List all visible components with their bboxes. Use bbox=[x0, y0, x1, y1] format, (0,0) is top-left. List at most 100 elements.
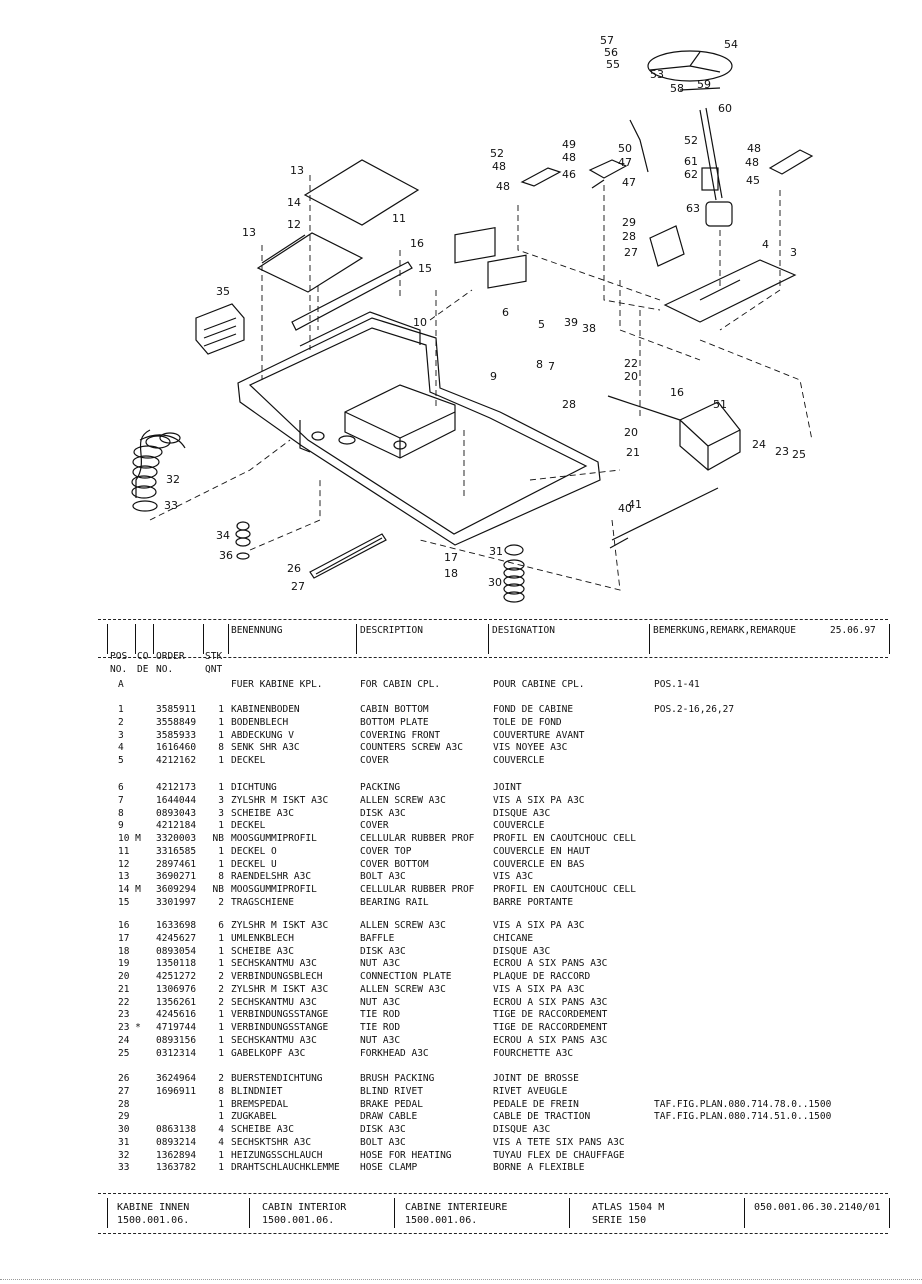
part-qty: 1 bbox=[218, 1111, 224, 1123]
part-de: DECKEL O bbox=[231, 845, 277, 857]
part-order: 4212184 bbox=[156, 820, 197, 832]
part-fr: ECROU A SIX PANS A3C bbox=[493, 958, 608, 970]
brake-cylinder bbox=[679, 401, 741, 471]
part-qty: 6 bbox=[218, 920, 224, 931]
part-en: FOR CABIN CPL. bbox=[360, 679, 441, 690]
part-qty: 1 bbox=[218, 716, 224, 728]
svg-text:47: 47 bbox=[618, 156, 632, 169]
part-de: RAENDELSHR A3C bbox=[231, 871, 312, 883]
exploded-parts-diagram: 11 13 13 14 12 15 16 10 6 5 7 8 9 39 38 … bbox=[131, 34, 814, 603]
blower-unit bbox=[195, 303, 245, 355]
part-pos: 17 bbox=[118, 932, 130, 944]
part-de: SECHSKTSHR A3C bbox=[231, 1136, 312, 1148]
part-en: CELLULAR RUBBER PROF bbox=[360, 884, 475, 895]
front-cover-plate bbox=[663, 259, 797, 323]
footer-doc-code: 050.001.06.30.2140/01 bbox=[754, 1202, 881, 1213]
part-pos: 33 bbox=[118, 1162, 130, 1174]
part-fr: COUVERCLE EN HAUT bbox=[493, 845, 591, 857]
part-order: 4245616 bbox=[156, 1009, 197, 1021]
svg-text:11: 11 bbox=[392, 212, 406, 225]
part-de: DECKEL bbox=[231, 755, 266, 766]
col-sep bbox=[135, 624, 136, 654]
part-order: 0893054 bbox=[156, 945, 197, 957]
footer-top-rule bbox=[98, 1193, 888, 1194]
part-qty: 2 bbox=[218, 996, 224, 1008]
part-fr: BARRE PORTANTE bbox=[493, 896, 574, 908]
part-en: COUNTERS SCREW A3C bbox=[360, 742, 463, 754]
svg-text:39: 39 bbox=[564, 316, 578, 329]
part-pos: 9 bbox=[118, 820, 124, 832]
svg-text:22: 22 bbox=[624, 357, 638, 370]
part-en: DISK A3C bbox=[360, 807, 406, 819]
part-rem: TAF.FIG.PLAN.080.714.78.0..1500 bbox=[654, 1098, 832, 1110]
col-sep bbox=[203, 624, 204, 654]
part-en: ALLEN SCREW A3C bbox=[360, 983, 446, 995]
part-order: 3609294 bbox=[156, 884, 197, 895]
part-order: 3624964 bbox=[156, 1073, 197, 1084]
part-qty: 2 bbox=[218, 1073, 224, 1084]
part-fr: TOLE DE FOND bbox=[493, 716, 562, 728]
part-en: COVER BOTTOM bbox=[360, 858, 429, 870]
svg-text:20: 20 bbox=[624, 370, 638, 383]
svg-text:15: 15 bbox=[418, 262, 432, 275]
part-fr: BORNE A FLEXIBLE bbox=[493, 1162, 585, 1174]
part-de: FUER KABINE KPL. bbox=[231, 679, 323, 690]
part-de: BREMSPEDAL bbox=[231, 1098, 289, 1110]
svg-text:5: 5 bbox=[538, 318, 545, 331]
svg-text:61: 61 bbox=[684, 155, 698, 168]
col-sep bbox=[889, 624, 890, 654]
part-pos: 6 bbox=[118, 782, 124, 793]
part-de: SECHSKANTMU A3C bbox=[231, 996, 317, 1008]
part-de: MOOSGUMMIPROFIL bbox=[231, 833, 317, 844]
part-order: 3585933 bbox=[156, 729, 197, 741]
svg-text:58: 58 bbox=[670, 82, 684, 95]
part-de: VERBINDUNGSBLECH bbox=[231, 971, 323, 982]
footer-sep bbox=[569, 1198, 570, 1228]
part-qty: 2 bbox=[218, 896, 224, 908]
center-block bbox=[344, 384, 456, 459]
svg-text:4: 4 bbox=[762, 238, 769, 251]
svg-text:31: 31 bbox=[489, 545, 503, 558]
part-en: BRAKE PEDAL bbox=[360, 1098, 423, 1110]
part-qty: 1 bbox=[218, 958, 224, 970]
svg-text:62: 62 bbox=[684, 168, 698, 181]
heater-hose bbox=[135, 429, 151, 498]
part-fr: COUVERCLE EN BAS bbox=[493, 858, 585, 870]
part-qty: 2 bbox=[218, 971, 224, 982]
svg-text:45: 45 bbox=[746, 174, 760, 187]
part-qty: 8 bbox=[218, 1085, 224, 1097]
col-sep bbox=[153, 624, 154, 654]
part-order: 3558849 bbox=[156, 716, 197, 728]
part-qty: 1 bbox=[218, 1149, 224, 1161]
part-de: DECKEL U bbox=[231, 858, 277, 870]
part-pos: 22 bbox=[118, 996, 130, 1008]
part-fr: VIS A SIX PA A3C bbox=[493, 794, 585, 806]
part-qty: 1 bbox=[218, 858, 224, 870]
svg-text:14: 14 bbox=[287, 196, 301, 209]
svg-text:35: 35 bbox=[216, 285, 230, 298]
part-en: DRAW CABLE bbox=[360, 1111, 418, 1123]
part-pos: 10 M bbox=[118, 833, 141, 844]
part-fr: PEDALE DE FREIN bbox=[493, 1098, 579, 1110]
part-fr: PLAQUE DE RACCORD bbox=[493, 971, 591, 982]
part-order: 1356261 bbox=[156, 996, 197, 1008]
svg-text:54: 54 bbox=[724, 38, 738, 51]
part-qty: 4 bbox=[218, 1136, 224, 1148]
part-order: 1633698 bbox=[156, 920, 197, 931]
svg-text:28: 28 bbox=[562, 398, 576, 411]
part-en: TIE ROD bbox=[360, 1022, 401, 1033]
cover-top-plate bbox=[303, 159, 420, 226]
part-qty: NB bbox=[212, 833, 224, 844]
part-de: VERBINDUNGSSTANGE bbox=[231, 1022, 329, 1033]
part-qty: 4 bbox=[218, 1124, 224, 1135]
col-sep bbox=[356, 624, 357, 654]
part-de: DRAHTSCHLAUCHKLEMME bbox=[231, 1162, 340, 1174]
part-en: BOLT A3C bbox=[360, 871, 406, 883]
part-de: TRAGSCHIENE bbox=[231, 896, 294, 908]
part-order: 0863138 bbox=[156, 1124, 197, 1135]
part-pos: 23 * bbox=[118, 1022, 141, 1033]
part-rem: POS.1-41 bbox=[654, 679, 700, 690]
